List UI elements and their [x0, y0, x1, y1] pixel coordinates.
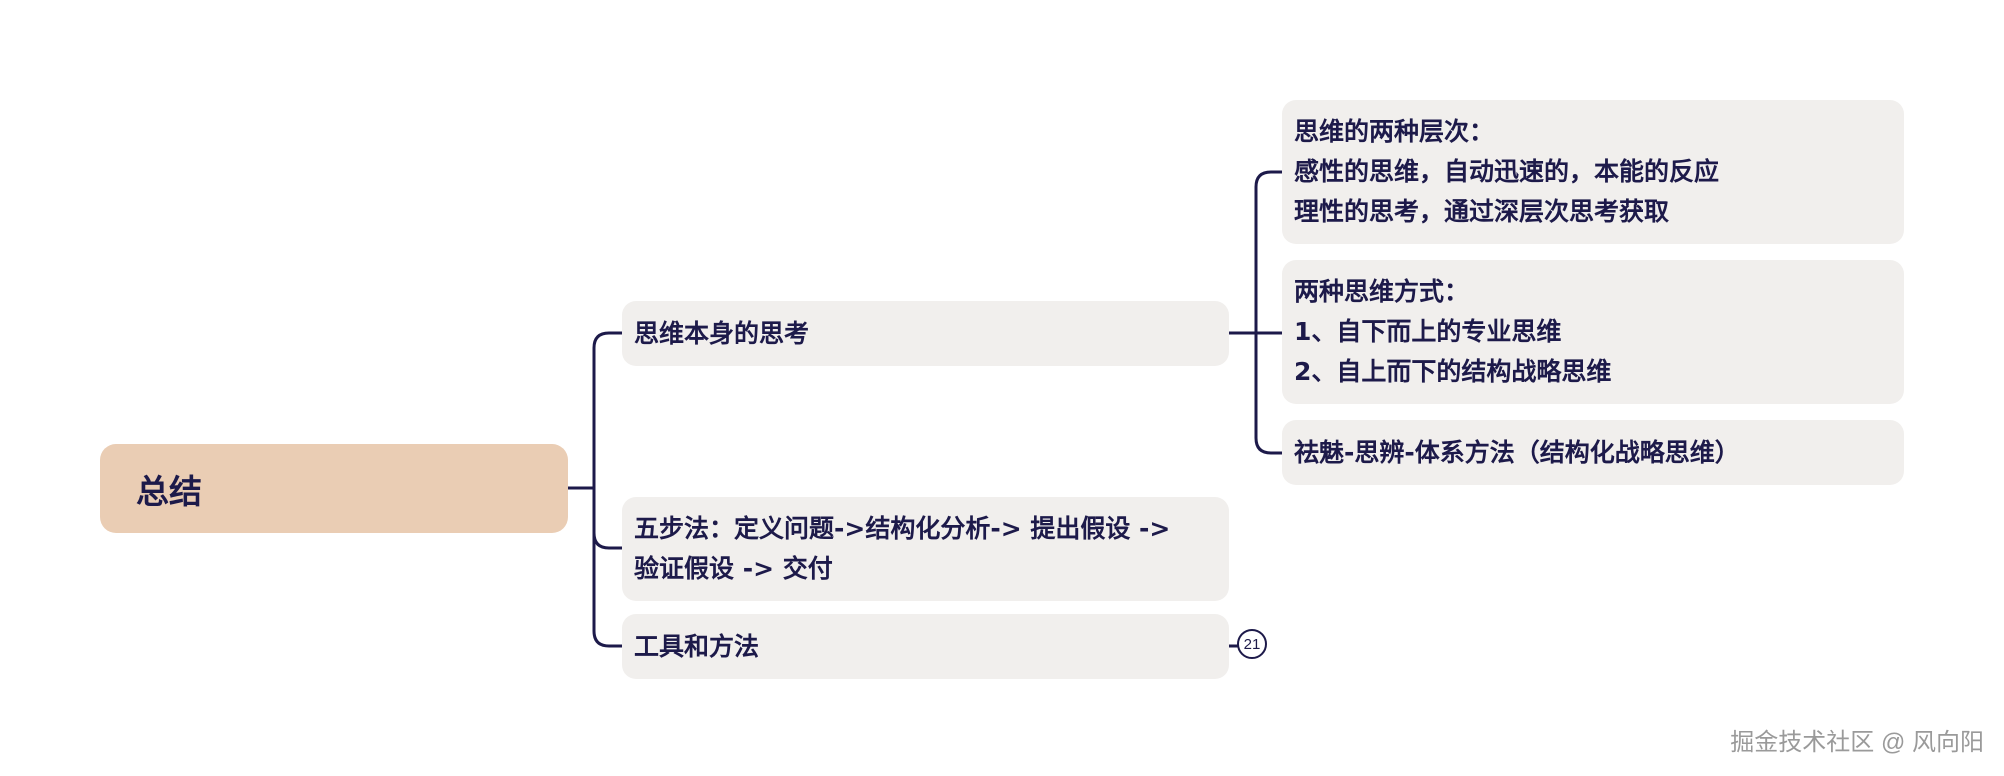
connector-branch-3 — [592, 486, 624, 648]
leaf-node-disenchant[interactable]: 祛魅-思辨-体系方法（结构化战略思维） — [1282, 420, 1904, 485]
leaf-line: 感性的思维，自动迅速的，本能的反应 — [1294, 157, 1720, 186]
branch-label: 工具和方法 — [634, 631, 760, 661]
branch-node-thinking-about-thinking[interactable]: 思维本身的思考 — [622, 301, 1229, 366]
branch-label: 思维本身的思考 — [634, 318, 810, 348]
branch-node-five-steps[interactable]: 五步法：定义问题->结构化分析-> 提出假设 -> 验证假设 -> 交付 — [622, 497, 1229, 601]
root-node[interactable]: 总结 — [100, 444, 568, 533]
watermark: 掘金技术社区 @ 风向阳 — [1730, 729, 1984, 756]
branch-node-tools-and-methods[interactable]: 工具和方法 — [622, 614, 1229, 679]
leaf-line: 思维的两种层次： — [1294, 117, 1495, 146]
connector-branch-2 — [592, 486, 624, 550]
leaf-node-two-levels[interactable]: 思维的两种层次： 感性的思维，自动迅速的，本能的反应 理性的思考，通过深层次思考… — [1282, 100, 1904, 244]
branch-line: 五步法：定义问题->结构化分析-> 提出假设 -> — [634, 514, 1171, 543]
leaf-label: 祛魅-思辨-体系方法（结构化战略思维） — [1294, 437, 1740, 467]
leaf-line: 两种思维方式： — [1294, 277, 1470, 306]
connector-branch-1 — [592, 331, 624, 490]
branch-line: 验证假设 -> 交付 — [634, 554, 833, 583]
connector-leaf-1 — [1254, 170, 1284, 335]
root-label: 总结 — [136, 471, 202, 511]
collapsed-count-badge[interactable]: 21 — [1237, 629, 1267, 659]
collapsed-count: 21 — [1243, 635, 1261, 653]
leaf-line: 1、自下而上的专业思维 — [1294, 317, 1562, 346]
connector-leaf-3 — [1254, 331, 1284, 455]
leaf-line: 2、自上而下的结构战略思维 — [1294, 357, 1612, 386]
leaf-node-two-modes[interactable]: 两种思维方式： 1、自下而上的专业思维 2、自上而下的结构战略思维 — [1282, 260, 1904, 404]
leaf-line: 理性的思考，通过深层次思考获取 — [1294, 197, 1670, 226]
